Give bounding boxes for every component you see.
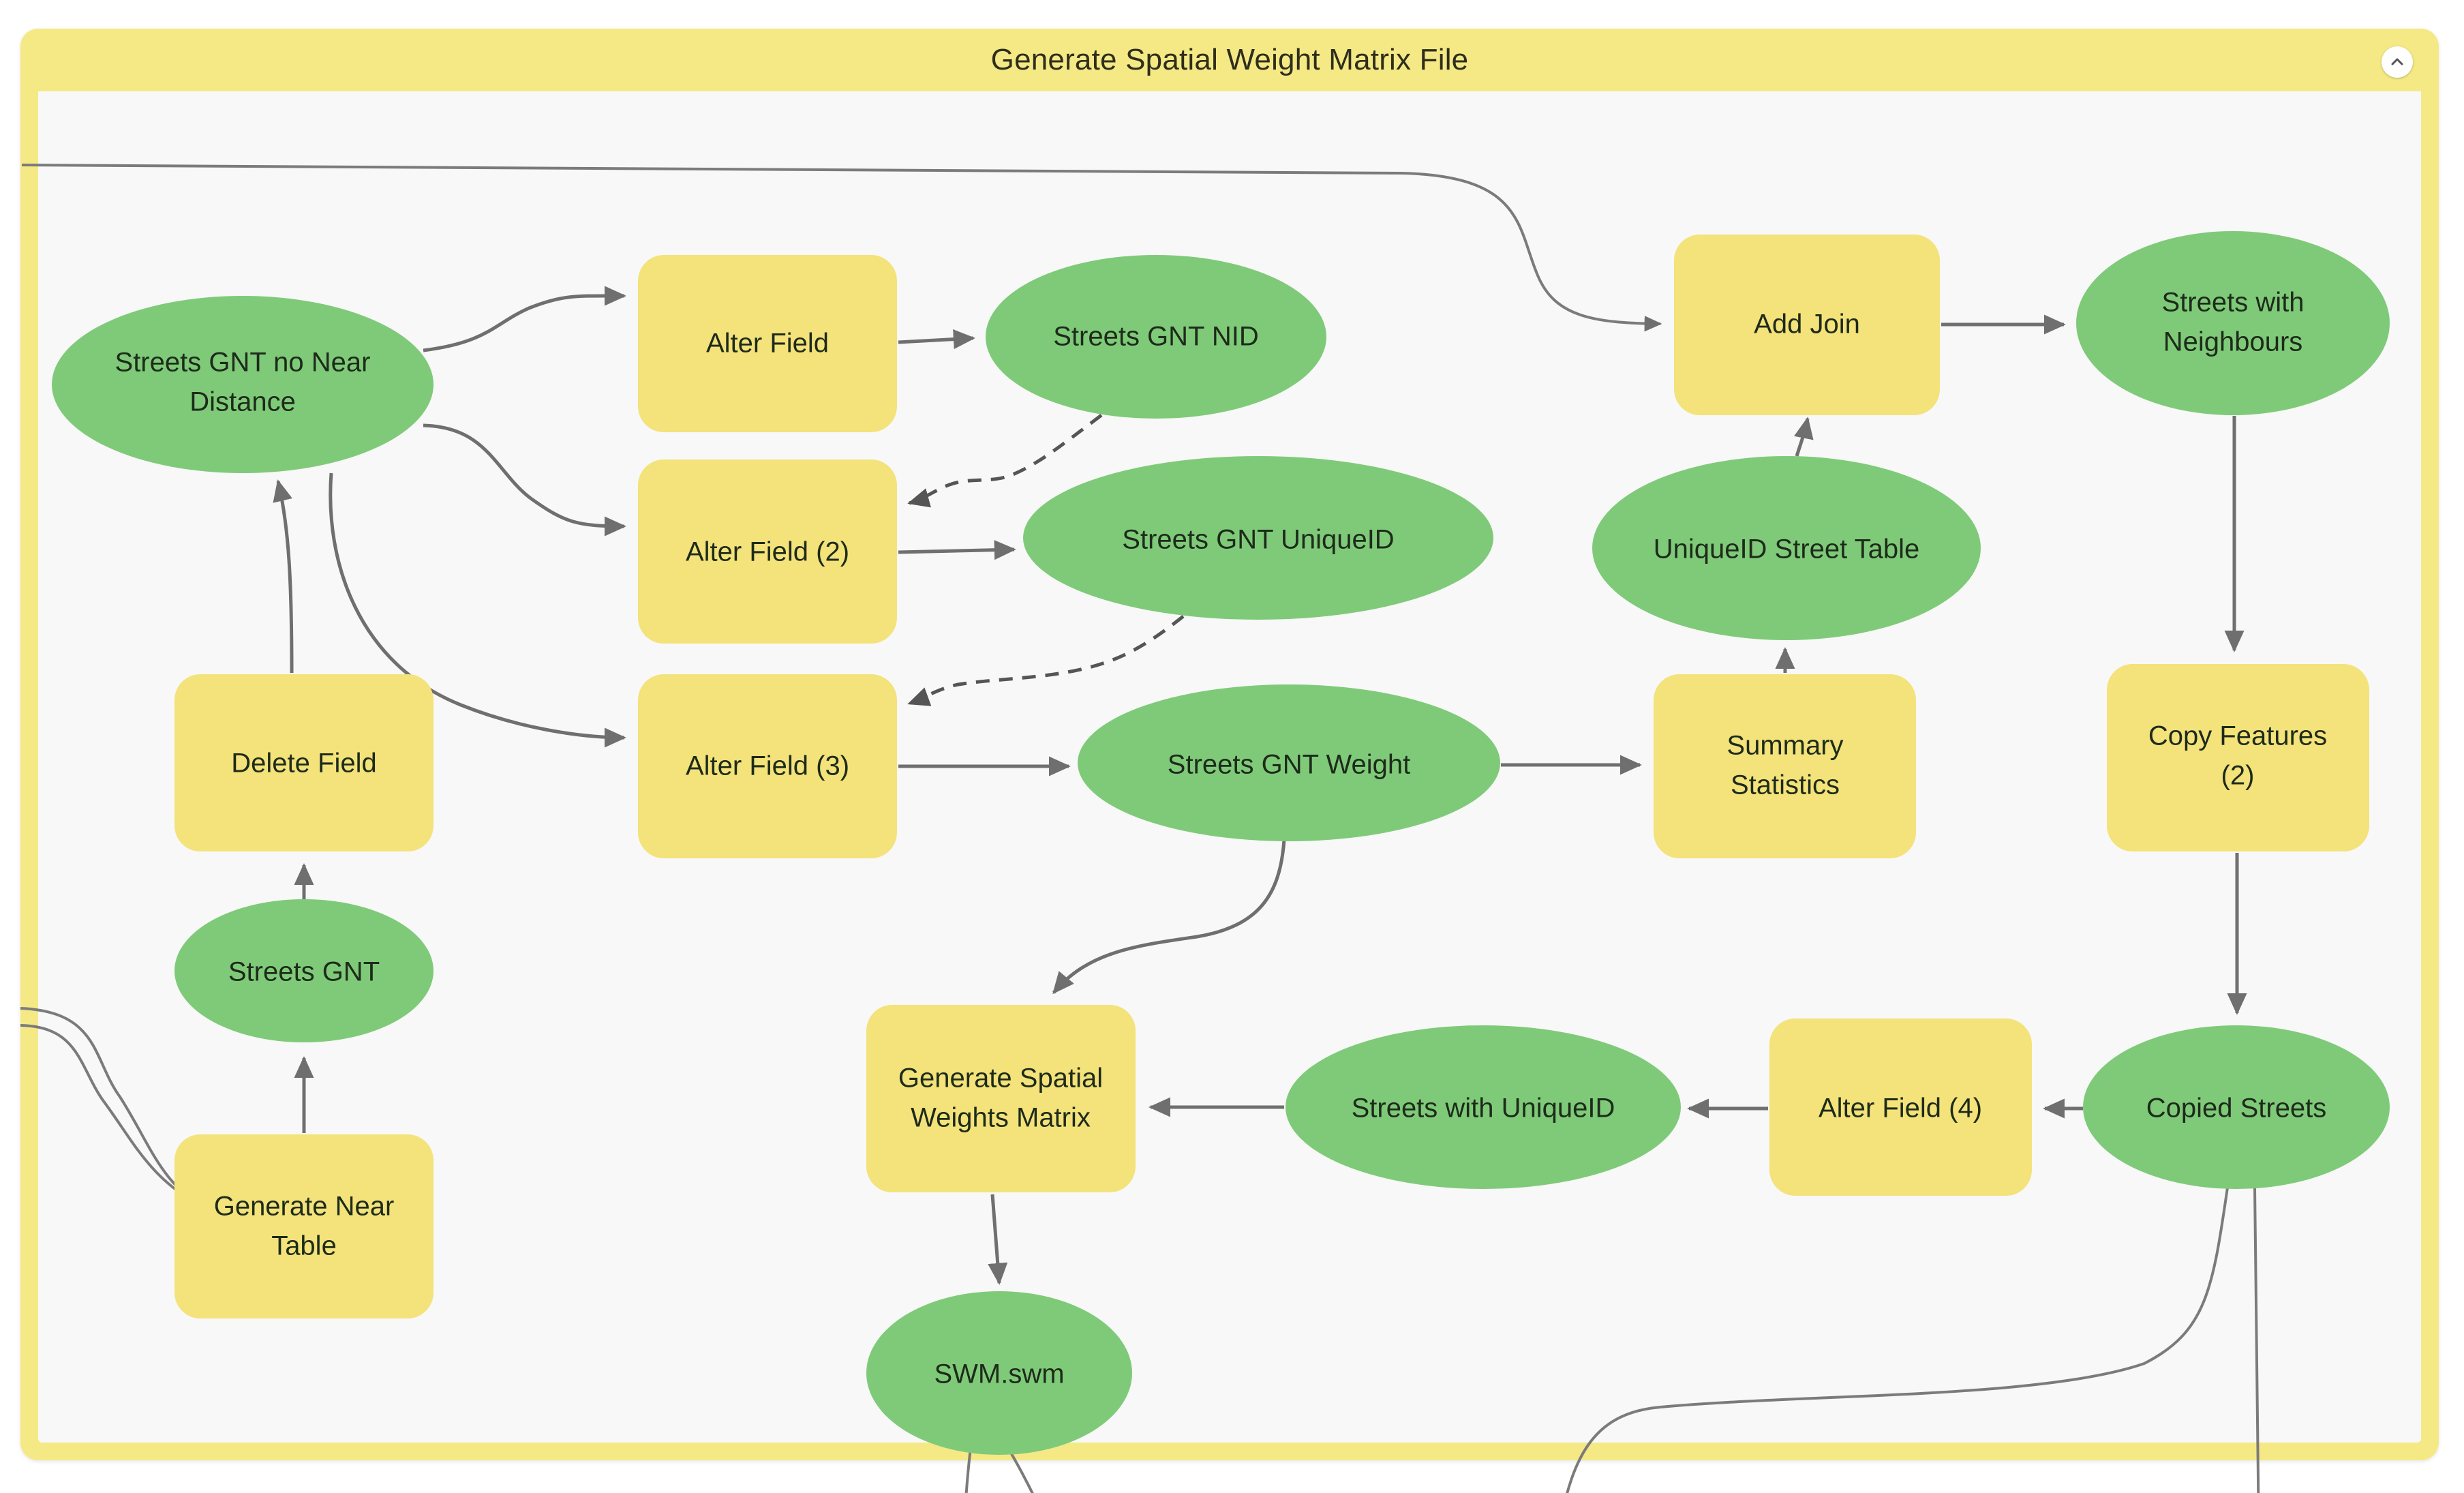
model-titlebar: Generate Spatial Weight Matrix File	[20, 29, 2439, 91]
node-shape-rect	[1674, 235, 1940, 415]
node-streets-gnt-nid[interactable]: Streets GNT NID	[986, 255, 1326, 419]
node-streets-with-uniqueid[interactable]: Streets with UniqueID	[1286, 1025, 1681, 1189]
edge-layer	[20, 164, 2260, 1493]
model-builder-window: Generate Spatial Weight Matrix File	[20, 29, 2439, 1493]
node-streets-gnt[interactable]: Streets GNT	[174, 899, 434, 1042]
node-shape-ellipse	[986, 255, 1326, 419]
node-shape-rect	[2107, 664, 2369, 851]
edge-gntnnd-to-alter-field-2	[423, 423, 626, 537]
node-label: Streets with UniqueID	[1352, 1094, 1615, 1123]
node-alter-field-3[interactable]: Alter Field (3)	[638, 674, 897, 858]
node-shape-ellipse	[2076, 231, 2390, 415]
node-generate-spatial-weights-matrix[interactable]: Generate Spatial Weights Matrix	[866, 1005, 1136, 1192]
node-generate-near-table[interactable]: Generate Near Table	[174, 1134, 434, 1318]
node-label-line1: Copy Features	[2148, 721, 2327, 751]
node-shape-ellipse	[1078, 684, 1500, 841]
node-shape-ellipse	[2083, 1025, 2390, 1189]
node-label-line2: Neighbours	[2163, 327, 2303, 357]
model-canvas[interactable]: Streets GNT no Near Distance Alter Field…	[20, 91, 2421, 1493]
node-shape-ellipse	[1023, 456, 1493, 620]
node-alter-field[interactable]: Alter Field	[638, 255, 897, 432]
node-label-line2: (2)	[2221, 761, 2255, 791]
node-shape-rect	[174, 674, 434, 851]
node-label: Add Join	[1754, 310, 1860, 340]
edge-external-to-add-join	[21, 164, 1662, 332]
node-label-line2: Weights Matrix	[911, 1103, 1091, 1133]
node-copy-features-2[interactable]: Copy Features (2)	[2107, 664, 2369, 851]
node-label-line2: Table	[271, 1231, 337, 1261]
node-label-line1: Generate Near	[214, 1192, 395, 1222]
edge-gntnnd-to-alter-field	[423, 286, 626, 352]
node-shape-rect	[174, 1134, 434, 1318]
node-label: Copied Streets	[2146, 1094, 2327, 1123]
node-label: Alter Field	[706, 329, 829, 359]
node-label: Alter Field (2)	[686, 537, 849, 567]
node-label: Streets GNT Weight	[1168, 750, 1410, 780]
node-label: Streets GNT NID	[1053, 322, 1259, 352]
edge-gnt-nid-to-alter-field-2-dashed	[907, 414, 1103, 508]
node-shape-rect	[638, 674, 897, 858]
chevron-up-icon[interactable]	[2382, 46, 2413, 78]
node-delete-field[interactable]: Delete Field	[174, 674, 434, 851]
node-label: Streets GNT UniqueID	[1122, 525, 1394, 555]
diagram-svg: Streets GNT no Near Distance Alter Field…	[20, 164, 2390, 1493]
node-copied-streets[interactable]: Copied Streets	[2083, 1025, 2390, 1189]
edge-gntnnd-to-alter-field-3	[329, 472, 626, 748]
node-shape-ellipse	[1286, 1025, 1681, 1189]
node-swm-swm[interactable]: SWM.swm	[866, 1291, 1132, 1455]
node-label-line1: Generate Spatial	[898, 1064, 1103, 1094]
edge-copied-streets-out-left	[1566, 1187, 2229, 1493]
node-alter-field-4[interactable]: Alter Field (4)	[1769, 1019, 2032, 1196]
node-summary-statistics[interactable]: Summary Statistics	[1654, 674, 1916, 858]
edge-uniqueid-street-table-to-add-join	[1793, 417, 1814, 457]
node-label: Streets GNT	[228, 957, 380, 987]
node-alter-field-2[interactable]: Alter Field (2)	[638, 459, 897, 644]
edge-external-to-generate-near-table-a	[20, 1024, 211, 1211]
edge-delete-field-to-gntnnd	[273, 479, 294, 674]
node-label: SWM.swm	[934, 1359, 1064, 1389]
node-label: Delete Field	[231, 749, 376, 779]
node-streets-gnt-no-near-distance[interactable]: Streets GNT no Near Distance	[52, 296, 434, 473]
node-label: Alter Field (3)	[686, 751, 849, 781]
node-add-join[interactable]: Add Join	[1674, 235, 1940, 415]
node-shape-rect	[638, 459, 897, 644]
edge-swm-swm-out-b	[1005, 1443, 1034, 1493]
edge-alter-field-2-to-gnt-uniqueid	[898, 540, 1016, 560]
edge-gnt-weight-to-gswm	[1052, 839, 1286, 995]
node-shape-rect	[866, 1005, 1136, 1192]
node-streets-gnt-uniqueid[interactable]: Streets GNT UniqueID	[1023, 456, 1493, 620]
node-shape-ellipse	[1592, 456, 1981, 640]
node-uniqueid-street-table[interactable]: UniqueID Street Table	[1592, 456, 1981, 640]
edge-swm-swm-out-a	[964, 1447, 972, 1493]
node-shape-rect	[1769, 1019, 2032, 1196]
node-shape-ellipse	[52, 296, 434, 473]
node-shape-ellipse	[174, 899, 434, 1042]
node-layer: Streets GNT no Near Distance Alter Field…	[52, 231, 2390, 1455]
node-shape-rect	[638, 255, 897, 432]
edge-gswm-to-swm-swm	[988, 1194, 1008, 1285]
edge-external-to-generate-near-table-b	[20, 1007, 209, 1211]
node-streets-with-neighbours[interactable]: Streets with Neighbours	[2076, 231, 2390, 415]
node-streets-gnt-weight[interactable]: Streets GNT Weight	[1078, 684, 1500, 841]
node-label-line2: Statistics	[1731, 770, 1840, 800]
edge-alter-field-to-gnt-nid	[898, 329, 975, 350]
node-label: UniqueID Street Table	[1654, 534, 1920, 564]
node-label: Alter Field (4)	[1819, 1094, 1982, 1123]
node-shape-ellipse	[866, 1291, 1132, 1455]
edge-copied-streets-out-down	[2253, 1187, 2260, 1493]
node-label-line1: Summary	[1727, 731, 1843, 761]
node-shape-rect	[1654, 674, 1916, 858]
node-label-line2: Distance	[189, 387, 296, 417]
edge-gnt-uniqueid-to-alter-field-3-dashed	[907, 615, 1185, 706]
node-label-line1: Streets GNT no Near	[115, 348, 371, 378]
page-title: Generate Spatial Weight Matrix File	[990, 43, 1469, 76]
node-label-line1: Streets with	[2162, 288, 2305, 318]
